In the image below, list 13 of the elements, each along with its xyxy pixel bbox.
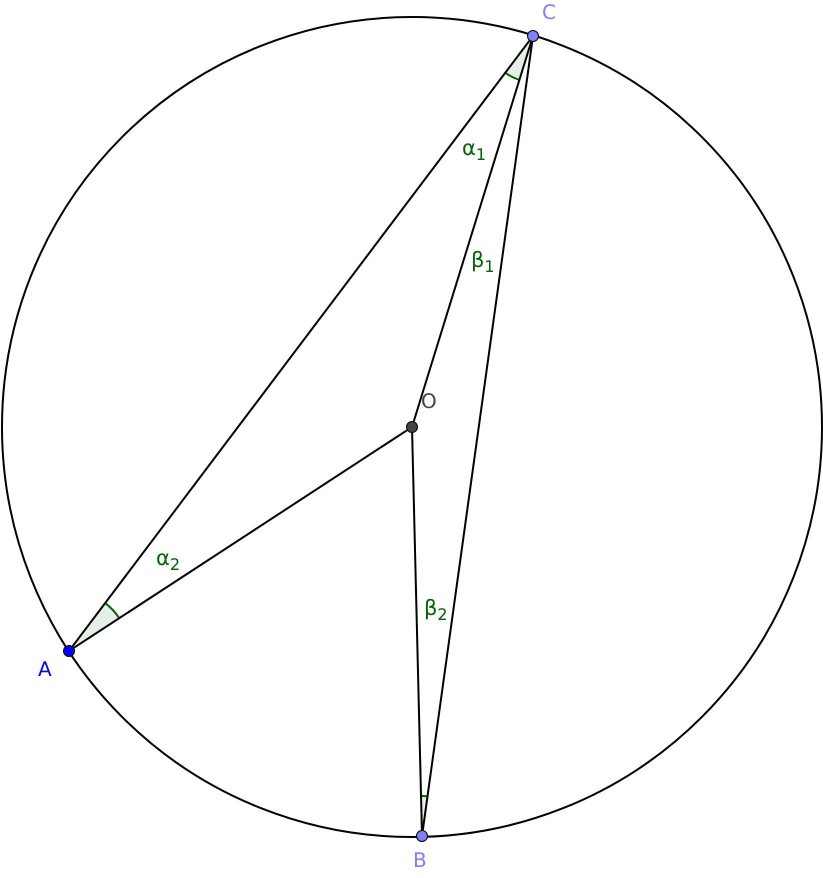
angle-label: β$_{2}$: [424, 596, 448, 626]
point-label: B: [413, 849, 427, 871]
point-label: C: [542, 1, 556, 23]
line-segment: [411, 432, 423, 830]
line-segment: [72, 40, 530, 647]
line-segment: [412, 41, 532, 422]
line-segment: [73, 429, 408, 649]
angle-label: β$_{1}$: [471, 248, 495, 278]
angle-label: α$_{2}$: [156, 546, 180, 576]
point-label: O: [421, 390, 437, 412]
point-label: A: [38, 658, 52, 680]
angle-label: α$_{1}$: [462, 136, 486, 166]
line-segment: [422, 42, 534, 830]
